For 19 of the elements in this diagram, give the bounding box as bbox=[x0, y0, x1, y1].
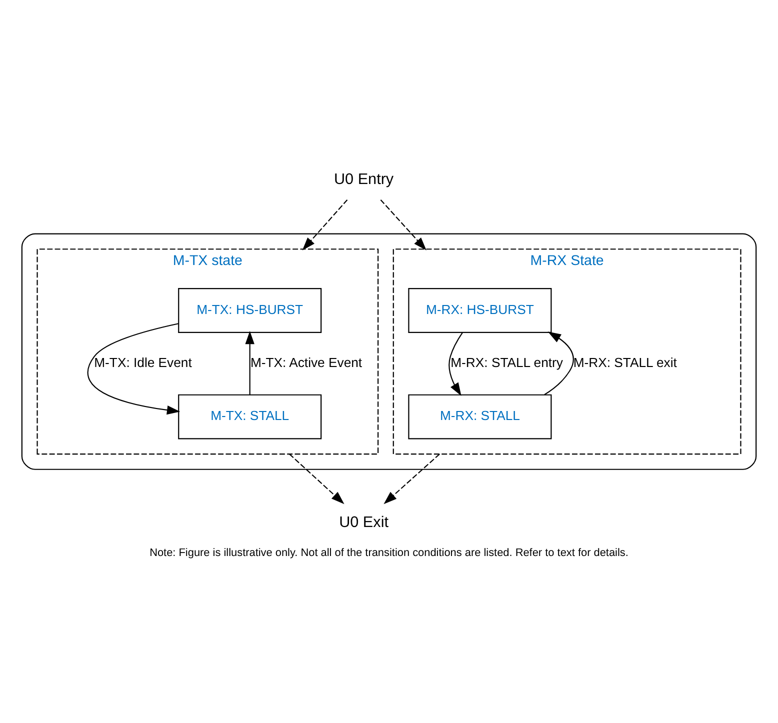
arrow bbox=[289, 453, 344, 504]
arrow bbox=[448, 332, 463, 396]
arrow bbox=[87, 322, 180, 414]
node-box: M-TX: STALL bbox=[178, 394, 322, 439]
node-box: M-TX: HS-BURST bbox=[178, 288, 322, 332]
node-text: U0 Exit bbox=[339, 514, 388, 531]
arrow bbox=[544, 331, 574, 395]
edge-label: M-TX: Idle Event bbox=[94, 354, 192, 370]
node-box: M-RX: STALL bbox=[408, 394, 552, 439]
arrow bbox=[245, 330, 254, 394]
node-box: M-RX: HS-BURST bbox=[408, 288, 552, 332]
cluster bbox=[21, 232, 757, 470]
edge-label: M-TX: Active Event bbox=[250, 354, 362, 370]
node-text: U0 Entry bbox=[334, 170, 394, 188]
edge-label: M-RX: STALL entry bbox=[450, 354, 563, 370]
arrow bbox=[302, 198, 348, 250]
caption: Note: Figure is illustrative only. Not all of the transition conditions are listed. Refer to text for details. bbox=[150, 546, 628, 558]
arrow bbox=[380, 198, 426, 250]
edge-label: M-RX: STALL exit bbox=[573, 354, 677, 370]
